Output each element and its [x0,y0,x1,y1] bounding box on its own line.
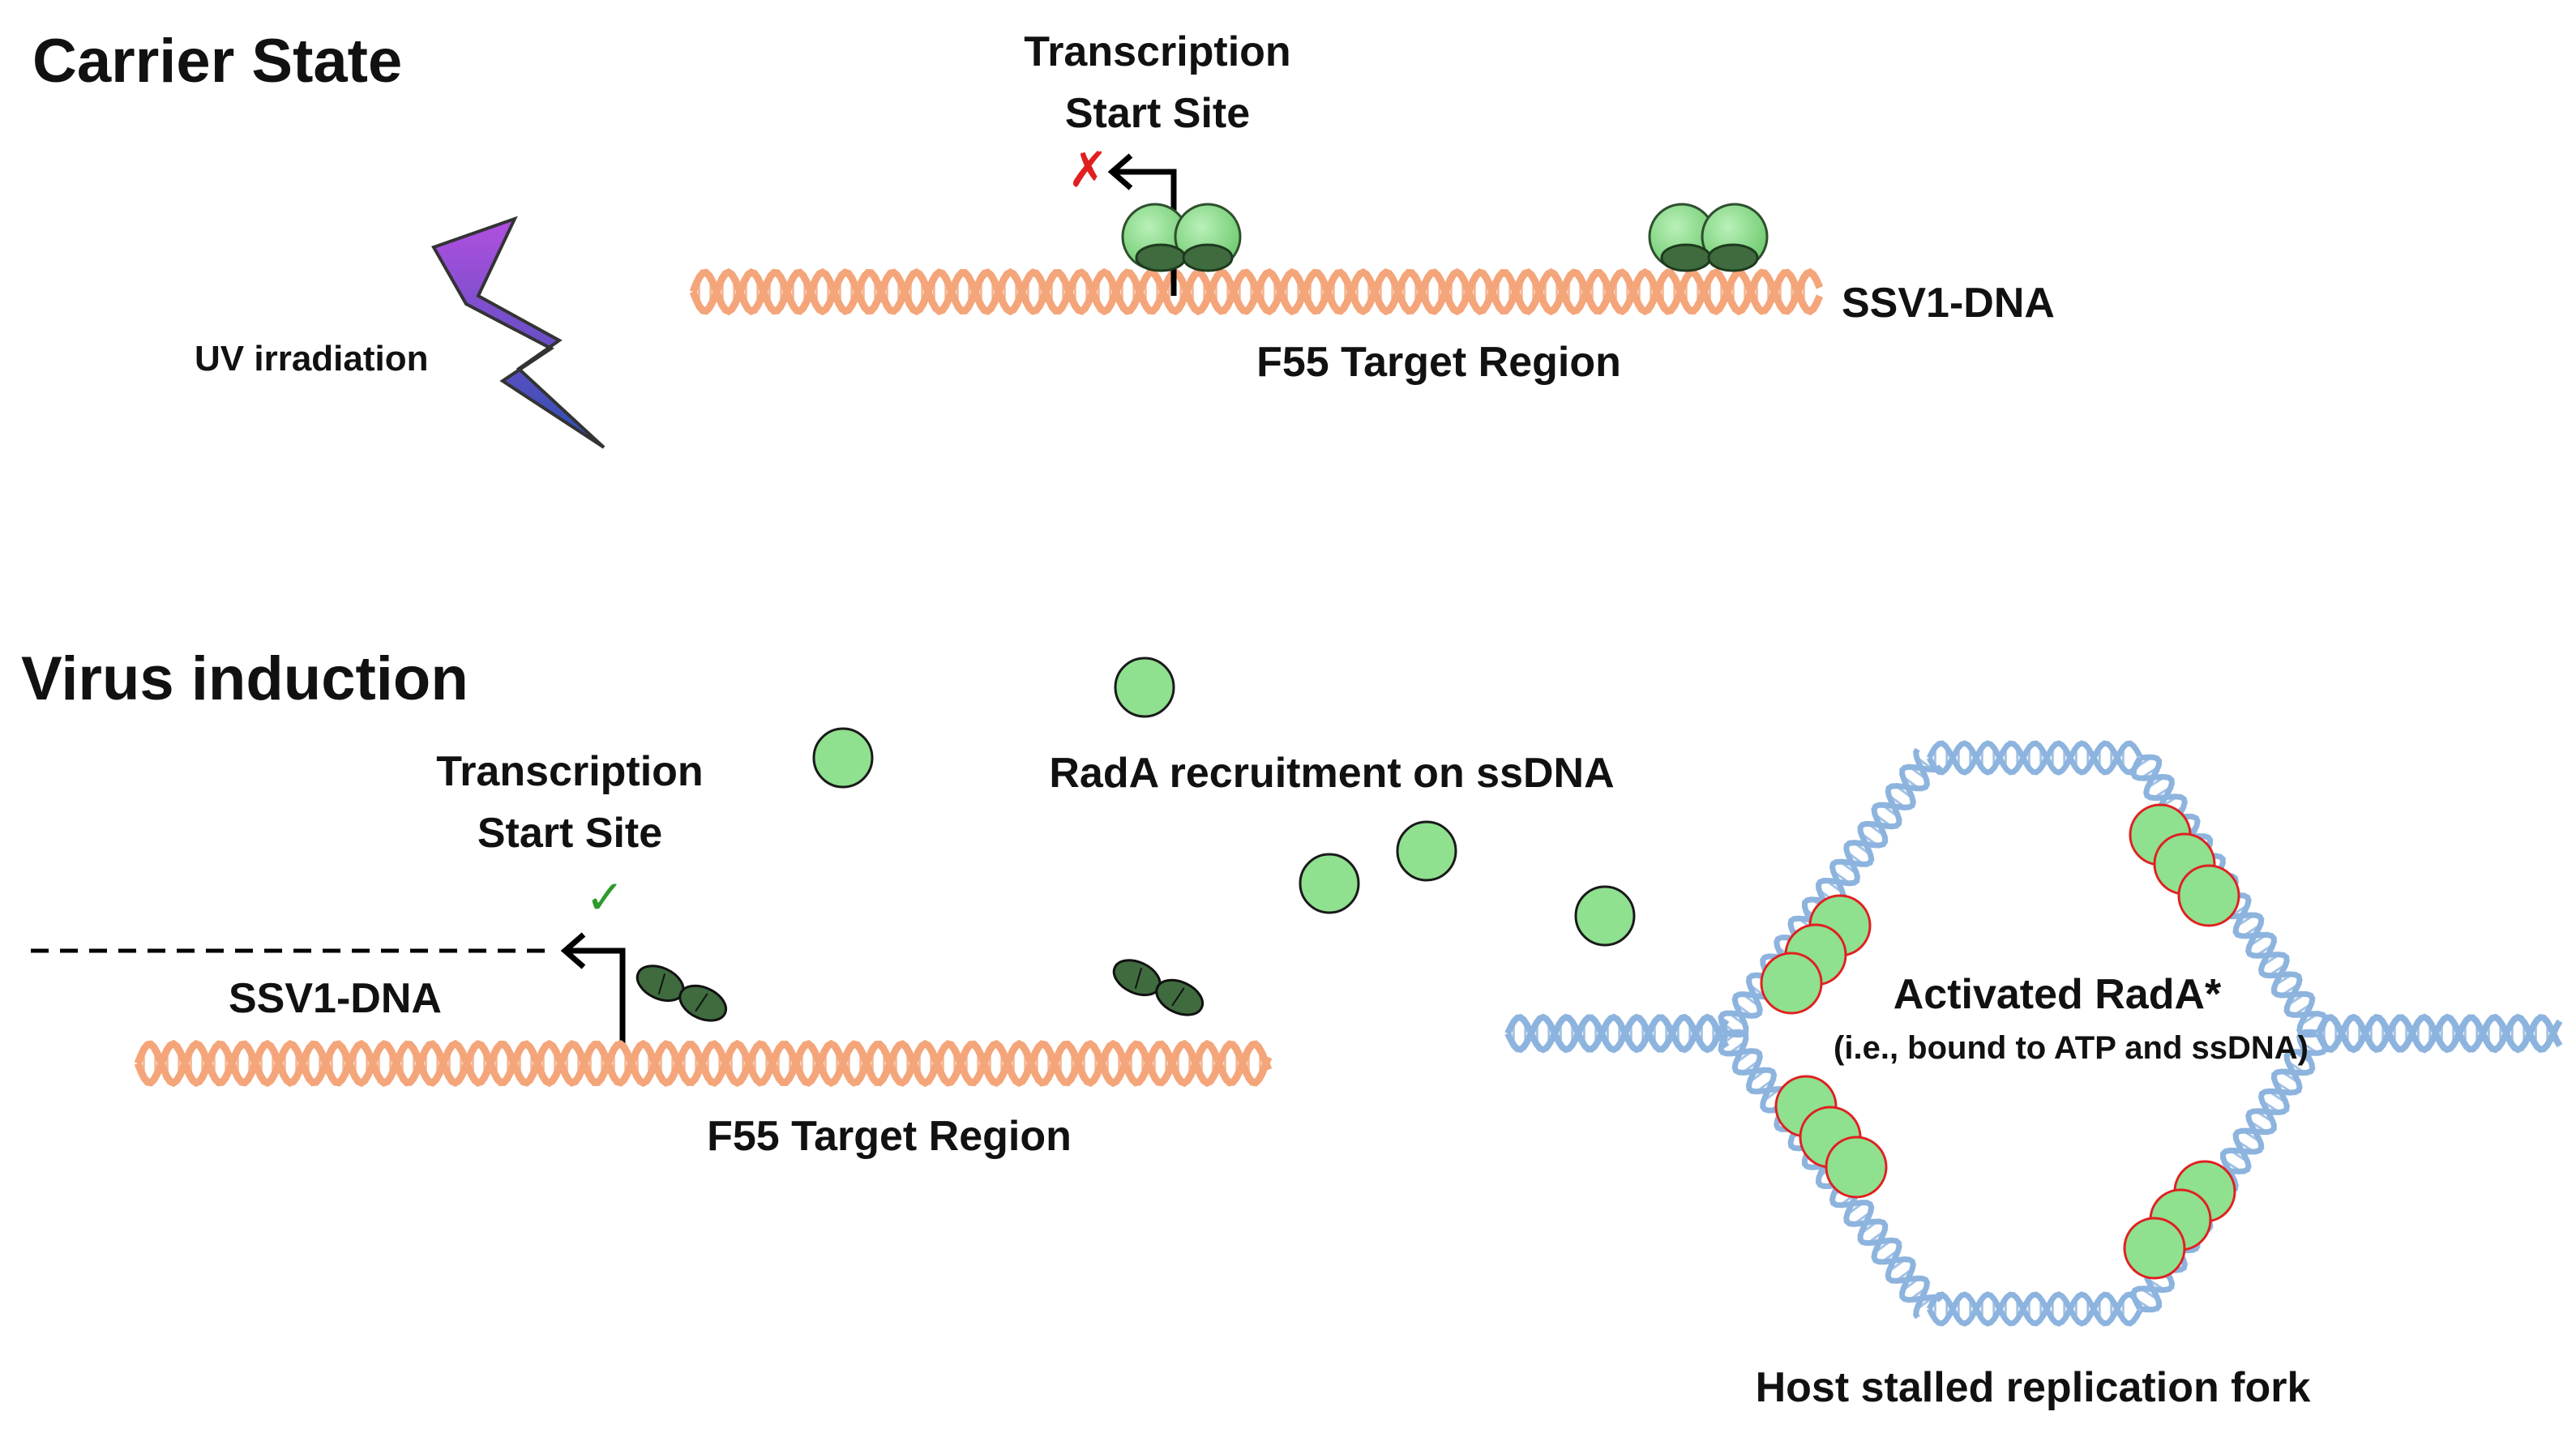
induction-ssv1-dna-label: SSV1-DNA [229,975,442,1022]
carrier-f55-target-label: F55 Target Region [1256,339,1621,386]
uv-lightning-icon [431,216,605,449]
stalled-fork-label: Host stalled replication fork [1755,1364,2311,1411]
induction-f55-target-label: F55 Target Region [707,1113,1072,1160]
induction-ssv1-dna-helix [134,1039,1273,1088]
rada-monomer [1114,657,1175,718]
blocked-x-icon: ✗ [1068,142,1109,199]
rada-monomer [1299,853,1360,914]
carrier-ssv1-dna-helix [689,267,1824,316]
active-check-icon: ✓ [585,870,625,925]
virus-induction-heading: Virus induction [21,644,469,713]
activated-rada-cluster-lower-left [1774,1075,1888,1199]
induction-tss-label-line1: Transcription [436,748,704,795]
activated-rada-sublabel: (i.e., bound to ATP and ssDNA) [1834,1030,2309,1066]
induction-tss-arrow [560,932,626,1046]
released-f55-dimer-1 [635,965,728,1022]
carrier-state-heading: Carrier State [32,27,403,96]
rada-monomer [812,727,874,789]
carrier-f55-dimer-1 [1121,203,1242,272]
carrier-tss-label-line1: Transcription [1024,28,1291,75]
rada-monomer [1396,820,1457,882]
carrier-ssv1-dna-label: SSV1-DNA [1842,280,2055,327]
activated-rada-label: Activated RadA* [1893,971,2222,1018]
induction-tss-label-line2: Start Site [477,810,663,857]
rada-recruitment-label: RadA recruitment on ssDNA [1049,750,1615,797]
activated-rada-cluster-lower-right [2123,1160,2236,1280]
activated-rada-cluster-upper-left [1760,894,1872,1015]
free-rada-monomers [812,657,1636,947]
carrier-f55-dimer-2 [1648,203,1769,272]
uv-irradiation-label: UV irradiation [195,339,429,379]
released-f55-dimer-2 [1112,959,1205,1016]
rada-monomer [1574,885,1636,947]
activated-rada-cluster-upper-right [2129,803,2240,927]
carrier-tss-label-line2: Start Site [1064,90,1251,137]
